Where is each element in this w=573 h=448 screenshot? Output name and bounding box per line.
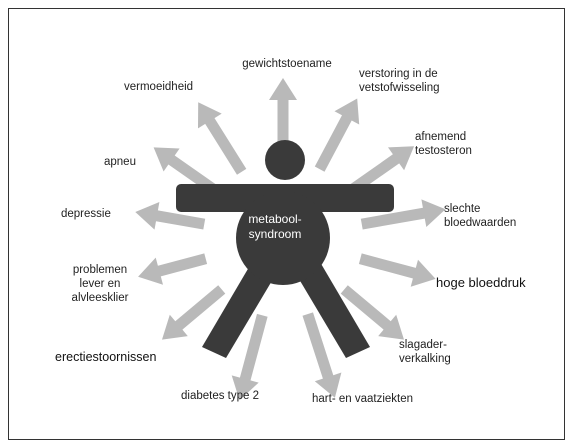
label-hoge-bloeddruk: hoge bloeddruk <box>436 275 526 290</box>
center-label: metabool- syndroom <box>225 212 325 242</box>
arrow-bloedwaarden <box>360 199 446 230</box>
label-testosteron: afnemend testosteron <box>415 130 515 158</box>
arrow-gewichtstoename <box>269 78 297 160</box>
arrow-hoge-bloeddruk <box>358 253 436 287</box>
arrow-vermoeidheid <box>198 102 247 175</box>
label-lever-alvleesklier: problemen lever en alvleesklier <box>60 263 140 305</box>
label-slagader-line1: slagader- <box>399 339 447 351</box>
label-vermoeidheid: vermoeidheid <box>124 81 194 93</box>
label-testosteron-line1: afnemend <box>415 131 467 143</box>
center-label-line2: syndroom <box>248 227 302 241</box>
arrow-depressie <box>135 202 206 230</box>
arrow-lever-alvleesklier <box>138 253 208 285</box>
label-bloedwaarden-line2: bloedwaarden <box>444 217 517 229</box>
label-slagader-line2: verkalking <box>399 353 451 365</box>
label-vetstofwisseling-line1: verstoring in de <box>359 68 438 80</box>
label-apneu: apneu <box>104 156 136 168</box>
label-lever-line2: lever en <box>79 278 121 290</box>
arrow-vetstofwisseling <box>314 98 360 172</box>
arrows-group <box>135 78 446 401</box>
arrow-slagaderverkalking <box>340 285 404 340</box>
label-erectiestoornissen: erectiestoornissen <box>55 350 157 364</box>
label-lever-line3: alvleesklier <box>71 292 129 304</box>
figure-left-leg <box>202 262 276 358</box>
human-figure <box>176 140 394 358</box>
label-lever-line1: problemen <box>72 264 128 276</box>
arrow-hart-en-vaatziekten <box>302 312 342 398</box>
arrow-diabetes <box>231 313 268 401</box>
label-hart-en-vaatziekten: hart- en vaatziekten <box>312 393 414 405</box>
figure-right-leg <box>296 262 370 358</box>
label-slagaderverkalking: slagader- verkalking <box>399 338 499 366</box>
label-bloedwaarden: slechte bloedwaarden <box>444 202 554 230</box>
label-gewichtstoename: gewichtstoename <box>242 58 332 70</box>
label-vetstofwisseling-line2: vetstofwisseling <box>359 82 440 94</box>
label-depressie: depressie <box>61 208 111 220</box>
center-label-line1: metabool- <box>248 212 302 226</box>
figure-body <box>236 191 330 285</box>
label-vetstofwisseling: verstoring in de vetstofwisseling <box>359 67 479 95</box>
arrow-erectiestoornissen <box>162 285 226 340</box>
label-bloedwaarden-line1: slechte <box>444 203 481 215</box>
figure-head <box>265 140 305 180</box>
label-diabetes: diabetes type 2 <box>181 390 260 402</box>
label-testosteron-line2: testosteron <box>415 145 472 157</box>
